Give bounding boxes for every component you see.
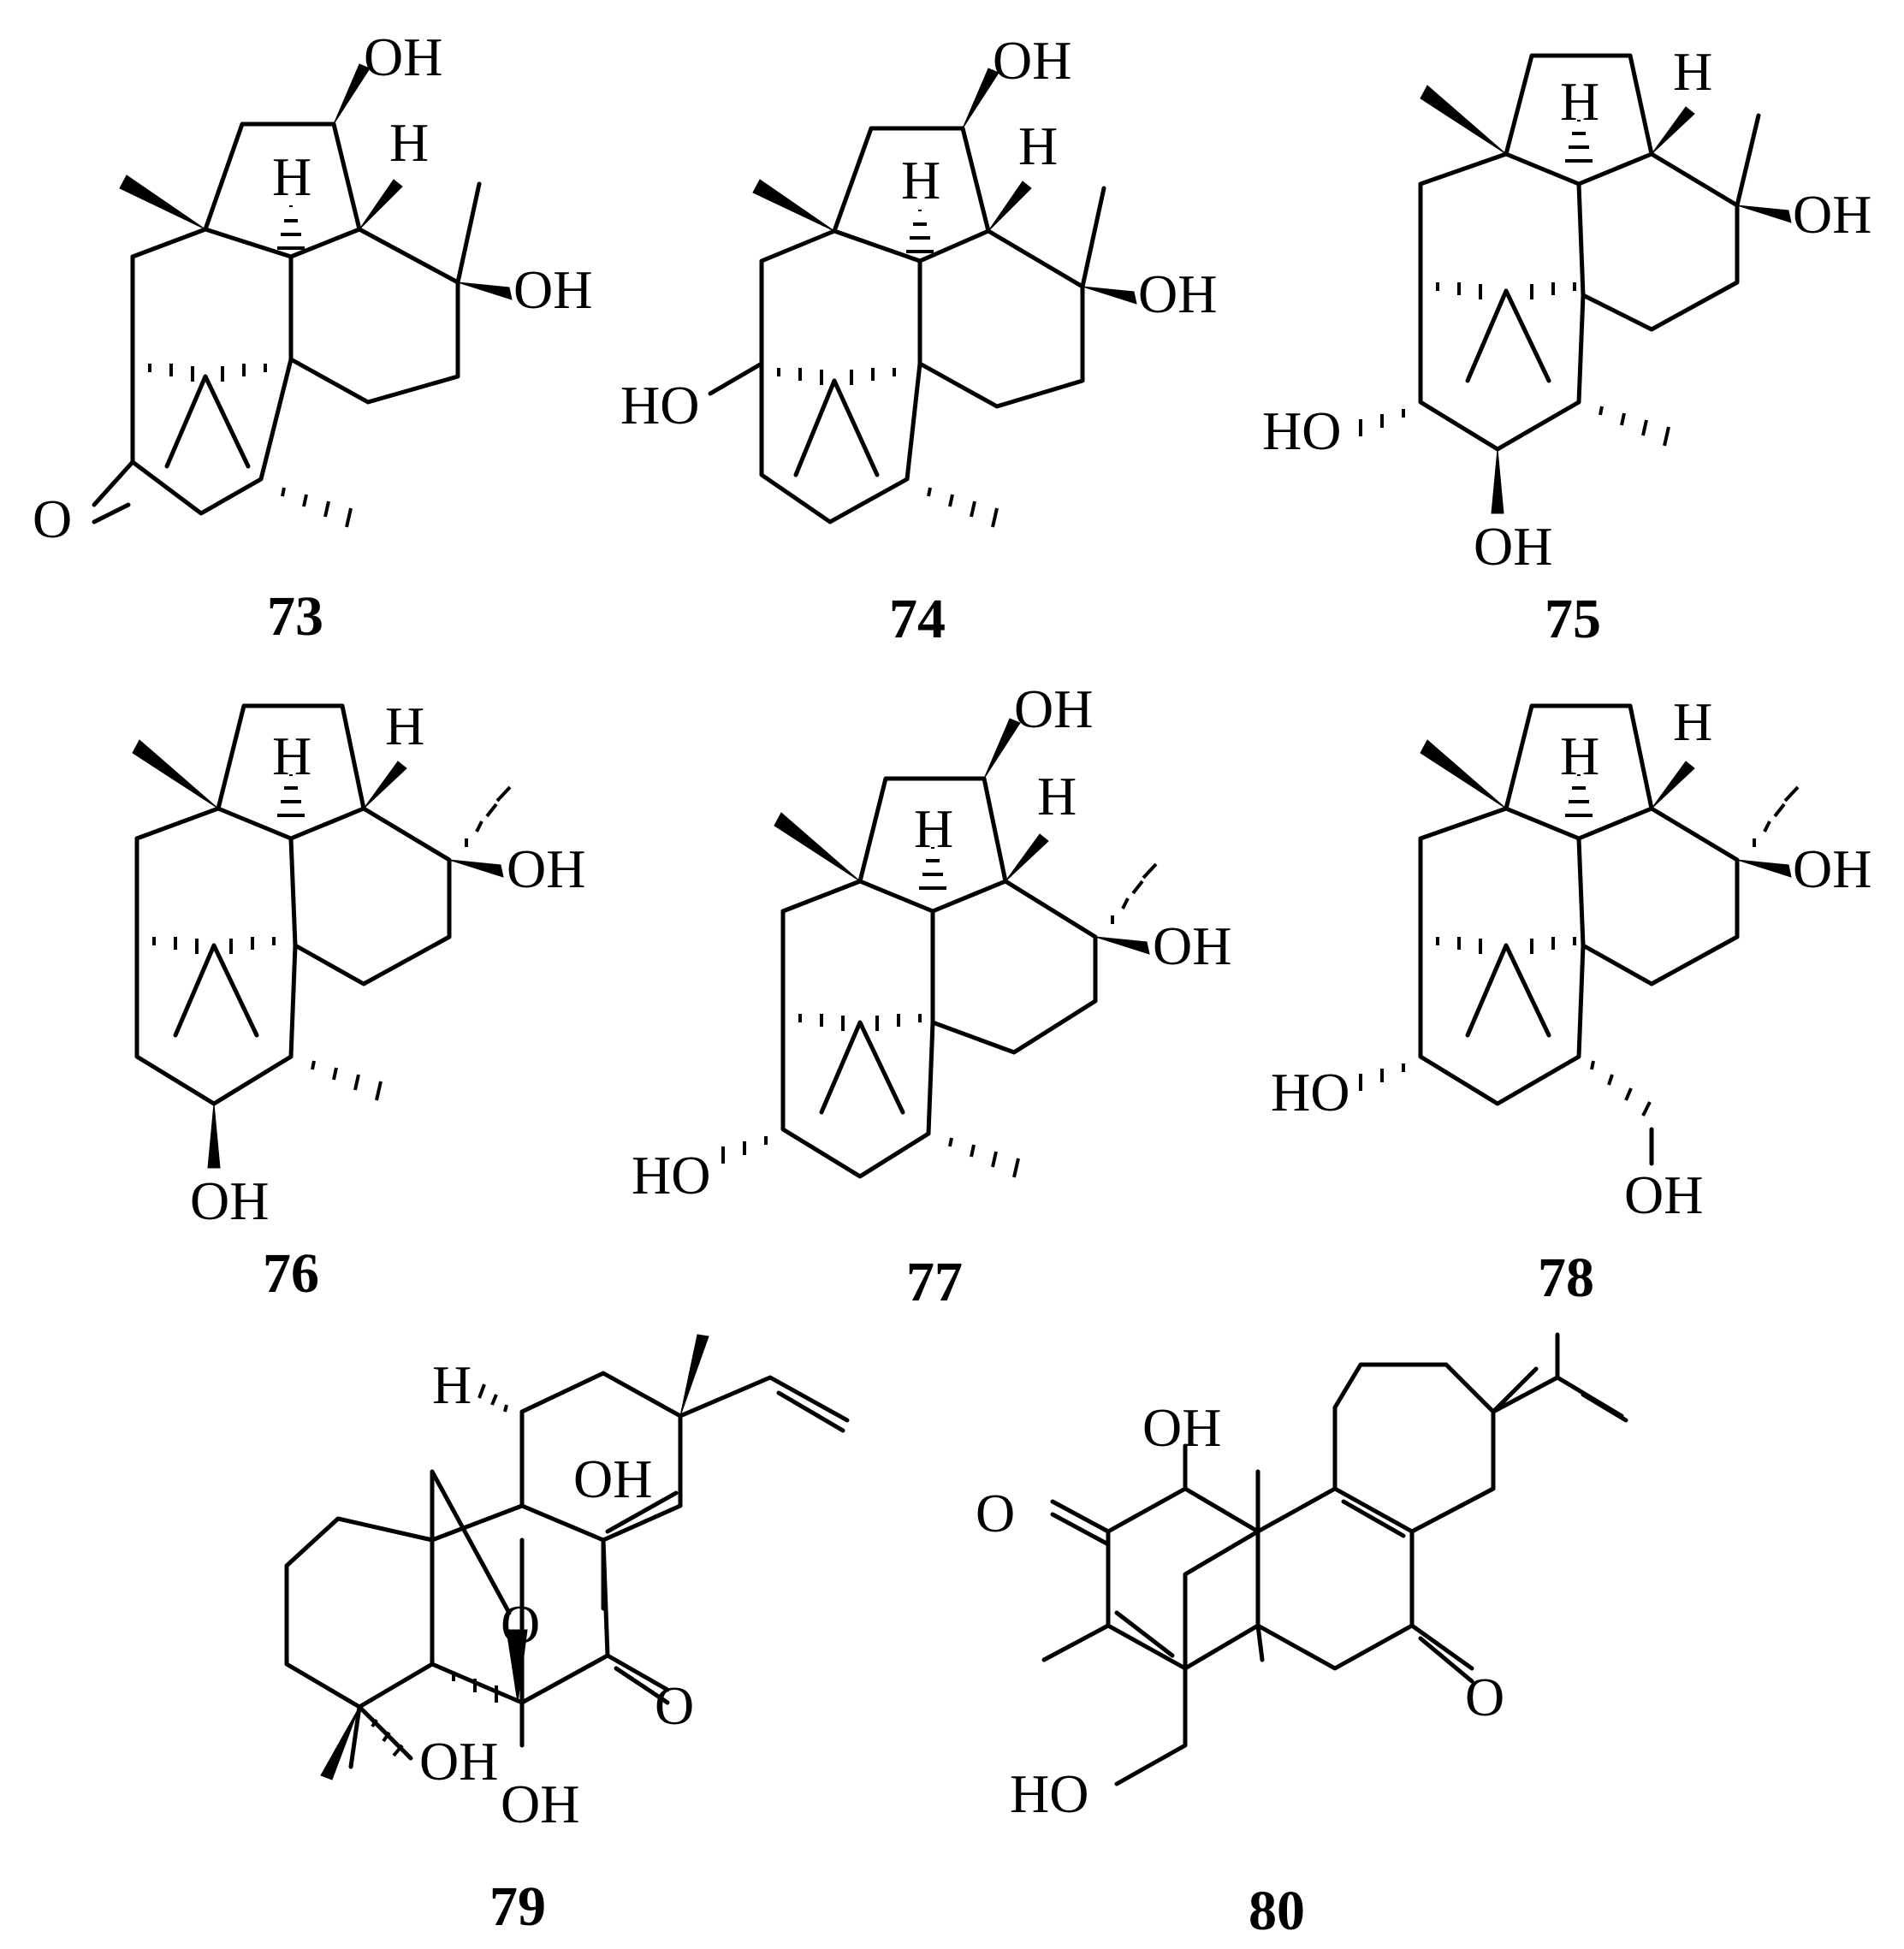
compound-number: 80	[1249, 1880, 1305, 1942]
wedge-bond	[983, 718, 1021, 779]
hash-bond	[1359, 774, 1800, 1117]
compound-75-structure: H H OH HO OH 75	[1262, 41, 1871, 650]
atom-label: HO	[632, 1145, 710, 1206]
wedge-bond	[1420, 739, 1507, 809]
compound-number: 74	[889, 588, 946, 650]
hash-bond	[1359, 120, 1670, 447]
compound-73-structure: OH H H OH O 73	[33, 27, 592, 648]
atom-label: HO	[1010, 1763, 1088, 1824]
wedge-bond	[774, 812, 861, 882]
compound-number: 79	[489, 1875, 546, 1938]
atom-label: H	[1018, 116, 1058, 176]
wedge-bond	[1651, 761, 1695, 809]
atom-label: OH	[1142, 1397, 1221, 1458]
wedge-bond	[363, 761, 407, 809]
hash-bond	[371, 1383, 508, 1757]
hash-bond	[152, 774, 512, 1101]
wedge-bond	[320, 1706, 360, 1780]
atom-label: O	[501, 1594, 540, 1655]
compound-number: 78	[1538, 1247, 1594, 1309]
atom-label: H	[1037, 766, 1077, 826]
wedge-bond	[1491, 448, 1504, 514]
atom-label: H	[1673, 691, 1712, 752]
atom-label: OH	[1474, 516, 1552, 577]
wedge-bond	[679, 1334, 709, 1417]
wedge-bond	[1420, 85, 1507, 155]
compound-76-structure: H H OH OH 76	[132, 696, 585, 1305]
atom-label: OH	[501, 1774, 579, 1834]
compound-78-structure: H H OH HO OH 78	[1271, 691, 1871, 1309]
atom-label: OH	[513, 259, 592, 320]
atom-label: OH	[1138, 264, 1217, 324]
wedge-bond	[119, 175, 206, 230]
compound-74-structure: OH H H OH HO 74	[620, 30, 1217, 650]
atom-label: H	[1560, 726, 1599, 786]
atom-label: HO	[620, 375, 699, 435]
atom-label: H	[914, 798, 953, 859]
atom-label: OH	[993, 30, 1071, 91]
hash-bond	[777, 210, 999, 528]
atom-label: OH	[1153, 915, 1231, 976]
wedge-bond	[1094, 936, 1150, 955]
atom-label: OH	[1624, 1164, 1703, 1225]
compound-number: 75	[1545, 588, 1601, 650]
hash-bond	[148, 205, 353, 528]
atom-label: OH	[190, 1170, 269, 1231]
atom-label: HO	[1262, 400, 1341, 461]
atom-label: OH	[1793, 838, 1871, 899]
compound-number: 76	[263, 1242, 319, 1305]
atom-label: H	[1560, 71, 1599, 132]
wedge-bond	[1651, 106, 1695, 155]
wedge-bond	[207, 1103, 221, 1169]
wedge-bond	[448, 859, 504, 878]
atom-label: OH	[1014, 678, 1093, 739]
wedge-bond	[1082, 286, 1137, 305]
atom-label: H	[432, 1354, 472, 1415]
wedge-bond	[1736, 859, 1792, 878]
wedge-bond	[457, 281, 513, 300]
wedge-bond	[1736, 204, 1792, 223]
wedge-bond	[359, 179, 403, 230]
atom-label: H	[272, 146, 311, 207]
compound-79-structure: H OH O O OH OH 79	[284, 1334, 850, 1938]
wedge-bond	[1005, 833, 1049, 882]
wedge-bond	[962, 68, 999, 129]
hash-bond	[721, 847, 1158, 1178]
atom-label: O	[1465, 1667, 1504, 1727]
atom-label: H	[389, 112, 429, 173]
atom-label: H	[1673, 41, 1712, 102]
atom-label: OH	[507, 838, 585, 899]
wedge-bond	[506, 1629, 528, 1703]
atom-label: O	[33, 489, 72, 549]
atom-label: OH	[573, 1448, 652, 1509]
atom-label: HO	[1271, 1062, 1349, 1123]
compound-77-structure: OH H H OH HO 77	[632, 678, 1231, 1313]
atom-label: H	[901, 150, 940, 210]
atom-label: H	[385, 696, 424, 756]
compound-number: 77	[906, 1251, 963, 1313]
atom-label: OH	[419, 1731, 498, 1792]
wedge-bond	[988, 181, 1032, 232]
wedge-bond	[752, 179, 835, 232]
atom-label: H	[272, 726, 311, 786]
atom-label: O	[655, 1675, 694, 1736]
compound-80-structure: OH O O HO 80	[976, 1332, 1628, 1942]
compound-number: 73	[267, 585, 323, 648]
atom-label: OH	[364, 27, 442, 87]
wedge-bond	[132, 739, 219, 809]
atom-label: OH	[1793, 184, 1871, 245]
atom-label: O	[976, 1483, 1015, 1543]
wedge-bond	[333, 63, 371, 125]
